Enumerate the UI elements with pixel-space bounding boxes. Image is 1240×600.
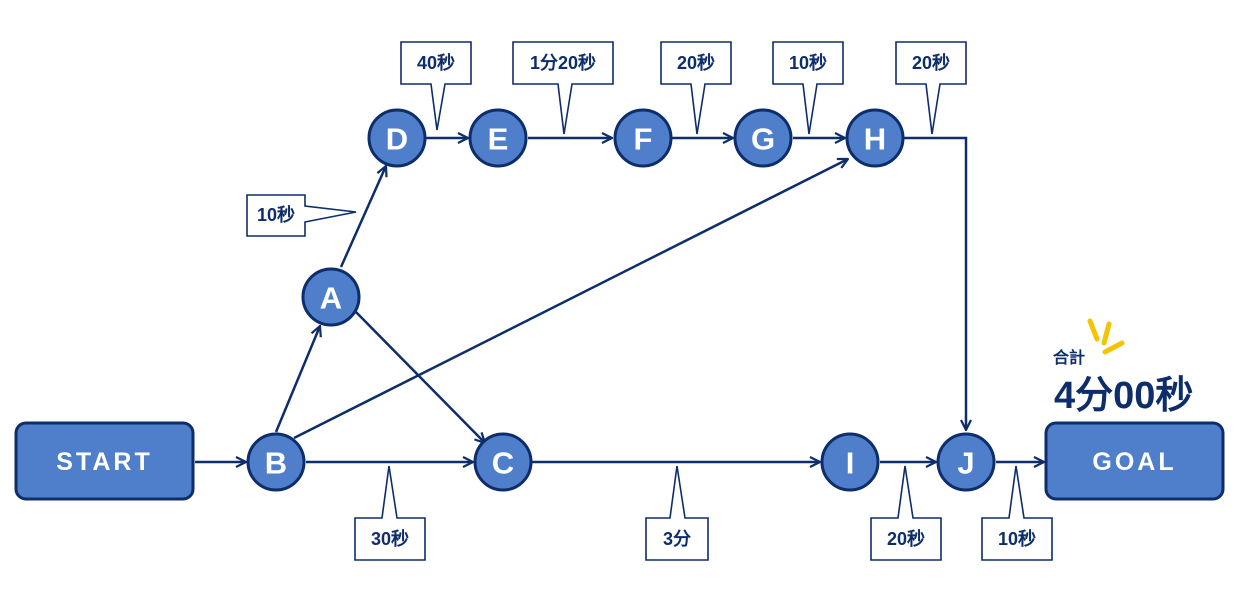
callout-c-i: 3分: [645, 465, 709, 561]
total-block: 合計 4分00秒: [1053, 318, 1193, 417]
node-a: A: [301, 267, 361, 327]
total-label: 合計: [1053, 348, 1085, 367]
node-e: E: [468, 108, 528, 168]
node-h-label: H: [864, 122, 886, 157]
node-i-label: I: [846, 446, 855, 481]
total-value: 4分00秒: [1054, 375, 1193, 417]
duration-b-a: 10秒: [257, 204, 295, 225]
edge-a-d: [339, 166, 386, 268]
callout-i-j: 20秒: [870, 465, 942, 561]
sparkle-icon: [1087, 318, 1125, 355]
duration-d-e: 40秒: [417, 52, 455, 73]
edges: [195, 138, 1044, 462]
duration-c-i: 3分: [663, 529, 691, 549]
callout-b-a: 10秒: [246, 194, 357, 237]
node-d-label: D: [386, 122, 408, 157]
node-c: C: [473, 432, 533, 492]
start-label: START: [56, 448, 152, 476]
node-b: B: [246, 432, 306, 492]
node-h: H: [845, 108, 905, 168]
edge-b-a: [274, 326, 320, 433]
duration-h-j: 20秒: [912, 52, 950, 73]
node-b-label: B: [265, 446, 287, 481]
callout-d-e: 40秒: [400, 41, 472, 131]
node-c-label: C: [492, 446, 514, 481]
edge-b-h: [293, 157, 848, 440]
callout-h-j: 20秒: [895, 41, 967, 135]
goal-box: GOAL: [1044, 421, 1225, 501]
node-j: J: [936, 432, 996, 492]
duration-f-g: 20秒: [677, 52, 715, 73]
start-box: START: [14, 421, 195, 501]
duration-b-c: 30秒: [371, 528, 409, 549]
node-d: D: [367, 108, 427, 168]
node-i: I: [820, 432, 880, 492]
node-f: F: [613, 108, 673, 168]
node-f-label: F: [634, 122, 653, 157]
duration-i-j: 20秒: [887, 528, 925, 549]
node-e-label: E: [488, 122, 509, 157]
callout-j-goal: 10秒: [981, 465, 1053, 561]
goal-label: GOAL: [1092, 448, 1176, 476]
duration-g-h: 10秒: [789, 52, 827, 73]
callout-f-g: 20秒: [660, 41, 732, 135]
edge-a-c: [353, 309, 485, 443]
node-j-label: J: [957, 446, 974, 481]
duration-j-goal: 10秒: [998, 528, 1036, 549]
callout-b-c: 30秒: [354, 465, 426, 561]
node-g: G: [733, 108, 793, 168]
callout-g-h: 10秒: [772, 41, 844, 135]
node-a-label: A: [320, 281, 342, 316]
callout-e-f: 1分20秒: [512, 41, 614, 135]
edge-h-j: [904, 136, 966, 430]
node-g-label: G: [751, 122, 775, 157]
duration-e-f: 1分20秒: [530, 52, 596, 73]
